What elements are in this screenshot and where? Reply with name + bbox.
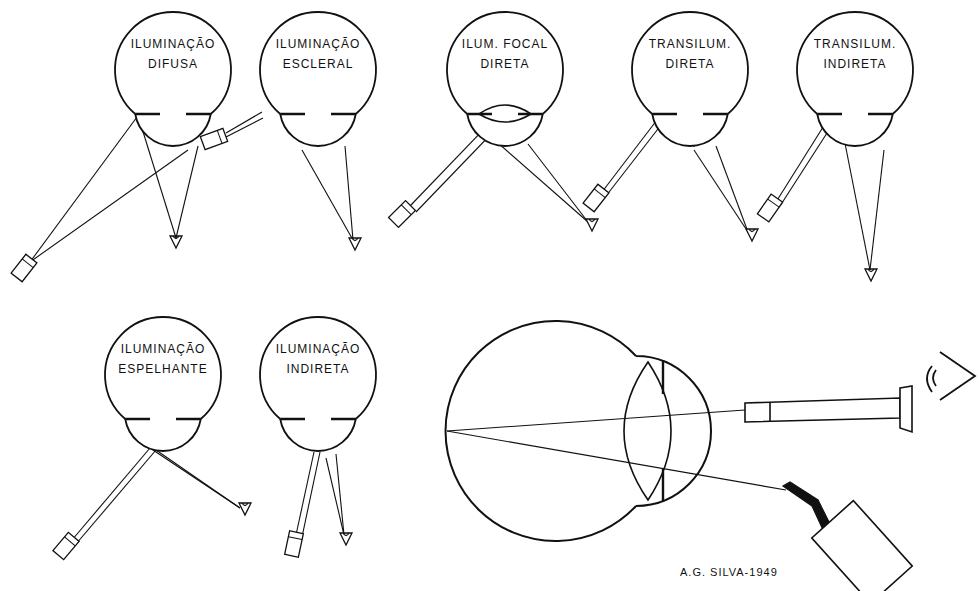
light-ray — [447, 410, 745, 431]
eyeball — [115, 12, 231, 146]
eyeball — [797, 12, 913, 146]
light-ray — [30, 150, 188, 262]
iris — [280, 113, 356, 115]
light-ray — [776, 116, 830, 202]
lamp-body — [757, 194, 782, 222]
light-ray — [336, 454, 344, 535]
iris — [125, 418, 201, 420]
eye-outline — [447, 12, 563, 150]
lamps — [11, 128, 783, 559]
observer-eye — [586, 219, 598, 231]
lamp-body — [11, 254, 37, 282]
lamp-body — [583, 184, 609, 212]
light-ray — [30, 117, 137, 262]
eye-section — [446, 321, 975, 591]
light-ray — [345, 146, 353, 240]
observer-eye — [170, 236, 182, 248]
lamp-lens — [594, 189, 605, 198]
technique-name: ILUM. FOCAL DIRETA — [455, 34, 555, 74]
light-ray — [447, 431, 786, 490]
lamp-lens — [217, 130, 222, 143]
microscope-tube — [745, 398, 900, 422]
lamp-body — [389, 201, 416, 228]
lamp — [389, 201, 416, 228]
eyeball — [260, 12, 376, 146]
iris — [662, 360, 664, 502]
eyeball — [447, 12, 563, 146]
technique-name: TRANSILUM. INDIRETA — [805, 34, 905, 74]
iris — [280, 418, 356, 420]
eye-outline — [105, 317, 221, 455]
examiner-eye — [927, 352, 975, 400]
observers — [170, 219, 877, 545]
lamp-body — [285, 531, 304, 557]
light-ray — [176, 146, 198, 238]
eye-diagram: ILUMINAÇÃO DIFUSA — [115, 12, 231, 150]
lamp-body — [200, 128, 227, 149]
lamp-lens — [288, 537, 302, 540]
light-ray — [302, 150, 353, 240]
observer-eye — [865, 269, 877, 281]
eye-globe — [446, 321, 711, 541]
light-ray — [694, 150, 748, 232]
slit-lamp-arm — [783, 482, 832, 532]
eye-outline — [260, 317, 376, 455]
lamp — [583, 184, 609, 212]
light-ray — [150, 448, 240, 508]
light-ray — [528, 144, 588, 222]
light-ray — [156, 450, 240, 508]
eye-diagram: TRANSILUM. DIRETA — [632, 12, 748, 150]
observer-eye — [746, 229, 758, 241]
light-ray — [226, 118, 263, 137]
light-ray — [716, 146, 748, 232]
technique-name: ILUMINAÇÃO ESCLERAL — [268, 34, 368, 74]
lamp-lens — [768, 199, 779, 207]
eye-outline — [797, 12, 913, 150]
technique-name: TRANSILUM. DIRETA — [640, 34, 740, 74]
light-ray — [302, 452, 320, 537]
crystalline-lens — [479, 105, 531, 122]
light-ray — [490, 136, 588, 222]
lamp-lens — [401, 205, 411, 215]
light-rays — [30, 100, 884, 544]
observer-eye — [349, 238, 361, 250]
lamp — [11, 254, 37, 282]
eye-diagram: ILUM. FOCAL DIRETA — [447, 12, 563, 150]
technique-name: ILUMINAÇÃO INDIRETA — [268, 339, 368, 379]
eye-diagram: TRANSILUM. INDIRETA — [797, 12, 913, 150]
technique-name: ILUMINAÇÃO ESPELHANTE — [113, 339, 213, 379]
eyeball — [105, 317, 221, 451]
observer-eye — [239, 503, 251, 515]
light-ray — [76, 450, 156, 544]
lamp — [285, 531, 304, 557]
signature: A.G. SILVA-1949 — [680, 566, 778, 578]
eye-diagram: ILUMINAÇÃO ESPELHANTE — [105, 317, 221, 455]
iris — [817, 113, 893, 115]
light-ray — [226, 112, 262, 133]
iris — [652, 113, 728, 115]
eye-outline — [632, 12, 748, 150]
eyeball — [260, 317, 376, 451]
lamp-lens — [64, 537, 75, 546]
slit-lamp-housing — [812, 501, 912, 591]
eye-diagram: ILUMINAÇÃO INDIRETA — [260, 317, 376, 455]
lamp — [200, 128, 227, 149]
eye-outline — [115, 12, 231, 150]
technique-name: ILUMINAÇÃO DIFUSA — [123, 34, 223, 74]
eyeball — [632, 12, 748, 146]
iris — [135, 113, 211, 115]
light-ray — [870, 150, 884, 270]
lamp-body — [53, 532, 79, 559]
light-ray — [72, 448, 150, 540]
light-ray — [602, 116, 660, 192]
lamp-lens — [22, 259, 33, 268]
eye-diagram: ILUMINAÇÃO ESCLERAL — [260, 12, 376, 150]
eye-outline — [260, 12, 376, 150]
lamp — [757, 194, 782, 222]
lamp — [53, 532, 79, 559]
microscope-eyepiece — [770, 386, 912, 432]
observer-eye — [340, 533, 352, 545]
light-ray — [326, 458, 344, 535]
